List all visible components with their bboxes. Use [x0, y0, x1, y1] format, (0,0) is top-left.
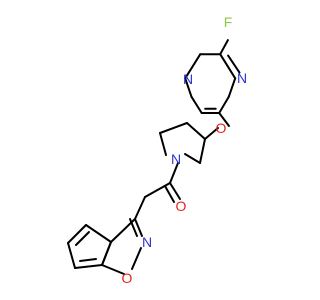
bond-isox-o-c7a — [101, 264, 125, 275]
bond-pyr-c4-n3 — [227, 77, 237, 98]
bond-pyrr-c4-c5 — [159, 122, 188, 134]
isoxazole-nitrogen-label: N — [142, 234, 152, 250]
bond-benz-c5-c6 — [67, 242, 76, 269]
bond-ch2-benzisoxazole — [134, 196, 146, 220]
bond-f-c5 — [219, 39, 229, 56]
bond-pyrr-n-c2 — [184, 153, 201, 164]
bond-benz-c3a-c4 — [85, 224, 112, 243]
molecule-structure: F N N O N O N O — [67, 14, 248, 286]
bond-pyr-c5-c4-inner — [227, 54, 241, 74]
bond-pyr-c5-c4 — [219, 53, 237, 80]
bond-pyrr-c5-n — [159, 132, 167, 156]
pyrrolidine-nitrogen-label: N — [171, 151, 181, 167]
bond-carbonyl-ch2 — [144, 182, 171, 198]
atom-label-layer: F N N O N O N O — [122, 14, 248, 286]
bond-isox-c3a-c3 — [110, 218, 136, 243]
bond-isox-n-o — [131, 247, 142, 270]
bond-pyr-c6-c5b — [184, 77, 193, 98]
bond-pyr-n1-c6 — [190, 95, 203, 114]
bond-isox-c3-n — [134, 218, 143, 237]
fluorine-label: F — [224, 14, 233, 30]
molecule-canvas: F N N O N O N O — [67, 14, 248, 286]
ether-oxygen-label: O — [216, 120, 227, 136]
bond-layer — [67, 39, 241, 275]
bond-carbonyl-o-double — [164, 185, 175, 203]
bond-benz-c6-c7a-inner — [79, 258, 97, 262]
bond-n-carbonyl — [169, 162, 179, 184]
bond-pyrr-c3-c4 — [186, 122, 206, 140]
bond-pyr-c5b-c5 — [184, 53, 202, 80]
bond-benz-fused-edge — [101, 241, 112, 266]
carbonyl-oxygen-label: O — [176, 198, 187, 214]
bond-benz-c4-c5 — [67, 224, 87, 244]
bond-carbonyl-o — [169, 182, 181, 200]
bond-ether-pyrrolidine — [204, 127, 219, 140]
bond-pyrr-c2-c3 — [199, 138, 206, 164]
bond-pyr-n3-c2 — [218, 95, 230, 114]
pyrimidine-nitrogen-upper-label: N — [237, 70, 247, 86]
bond-pyrimidine-ether — [218, 112, 230, 127]
pyrimidine-nitrogen-lower-label: N — [183, 71, 193, 87]
bond-benz-c6-c7a — [74, 264, 103, 269]
bond-benz-c4-c5-inner — [75, 231, 90, 246]
isoxazole-oxygen-label: O — [122, 270, 133, 286]
